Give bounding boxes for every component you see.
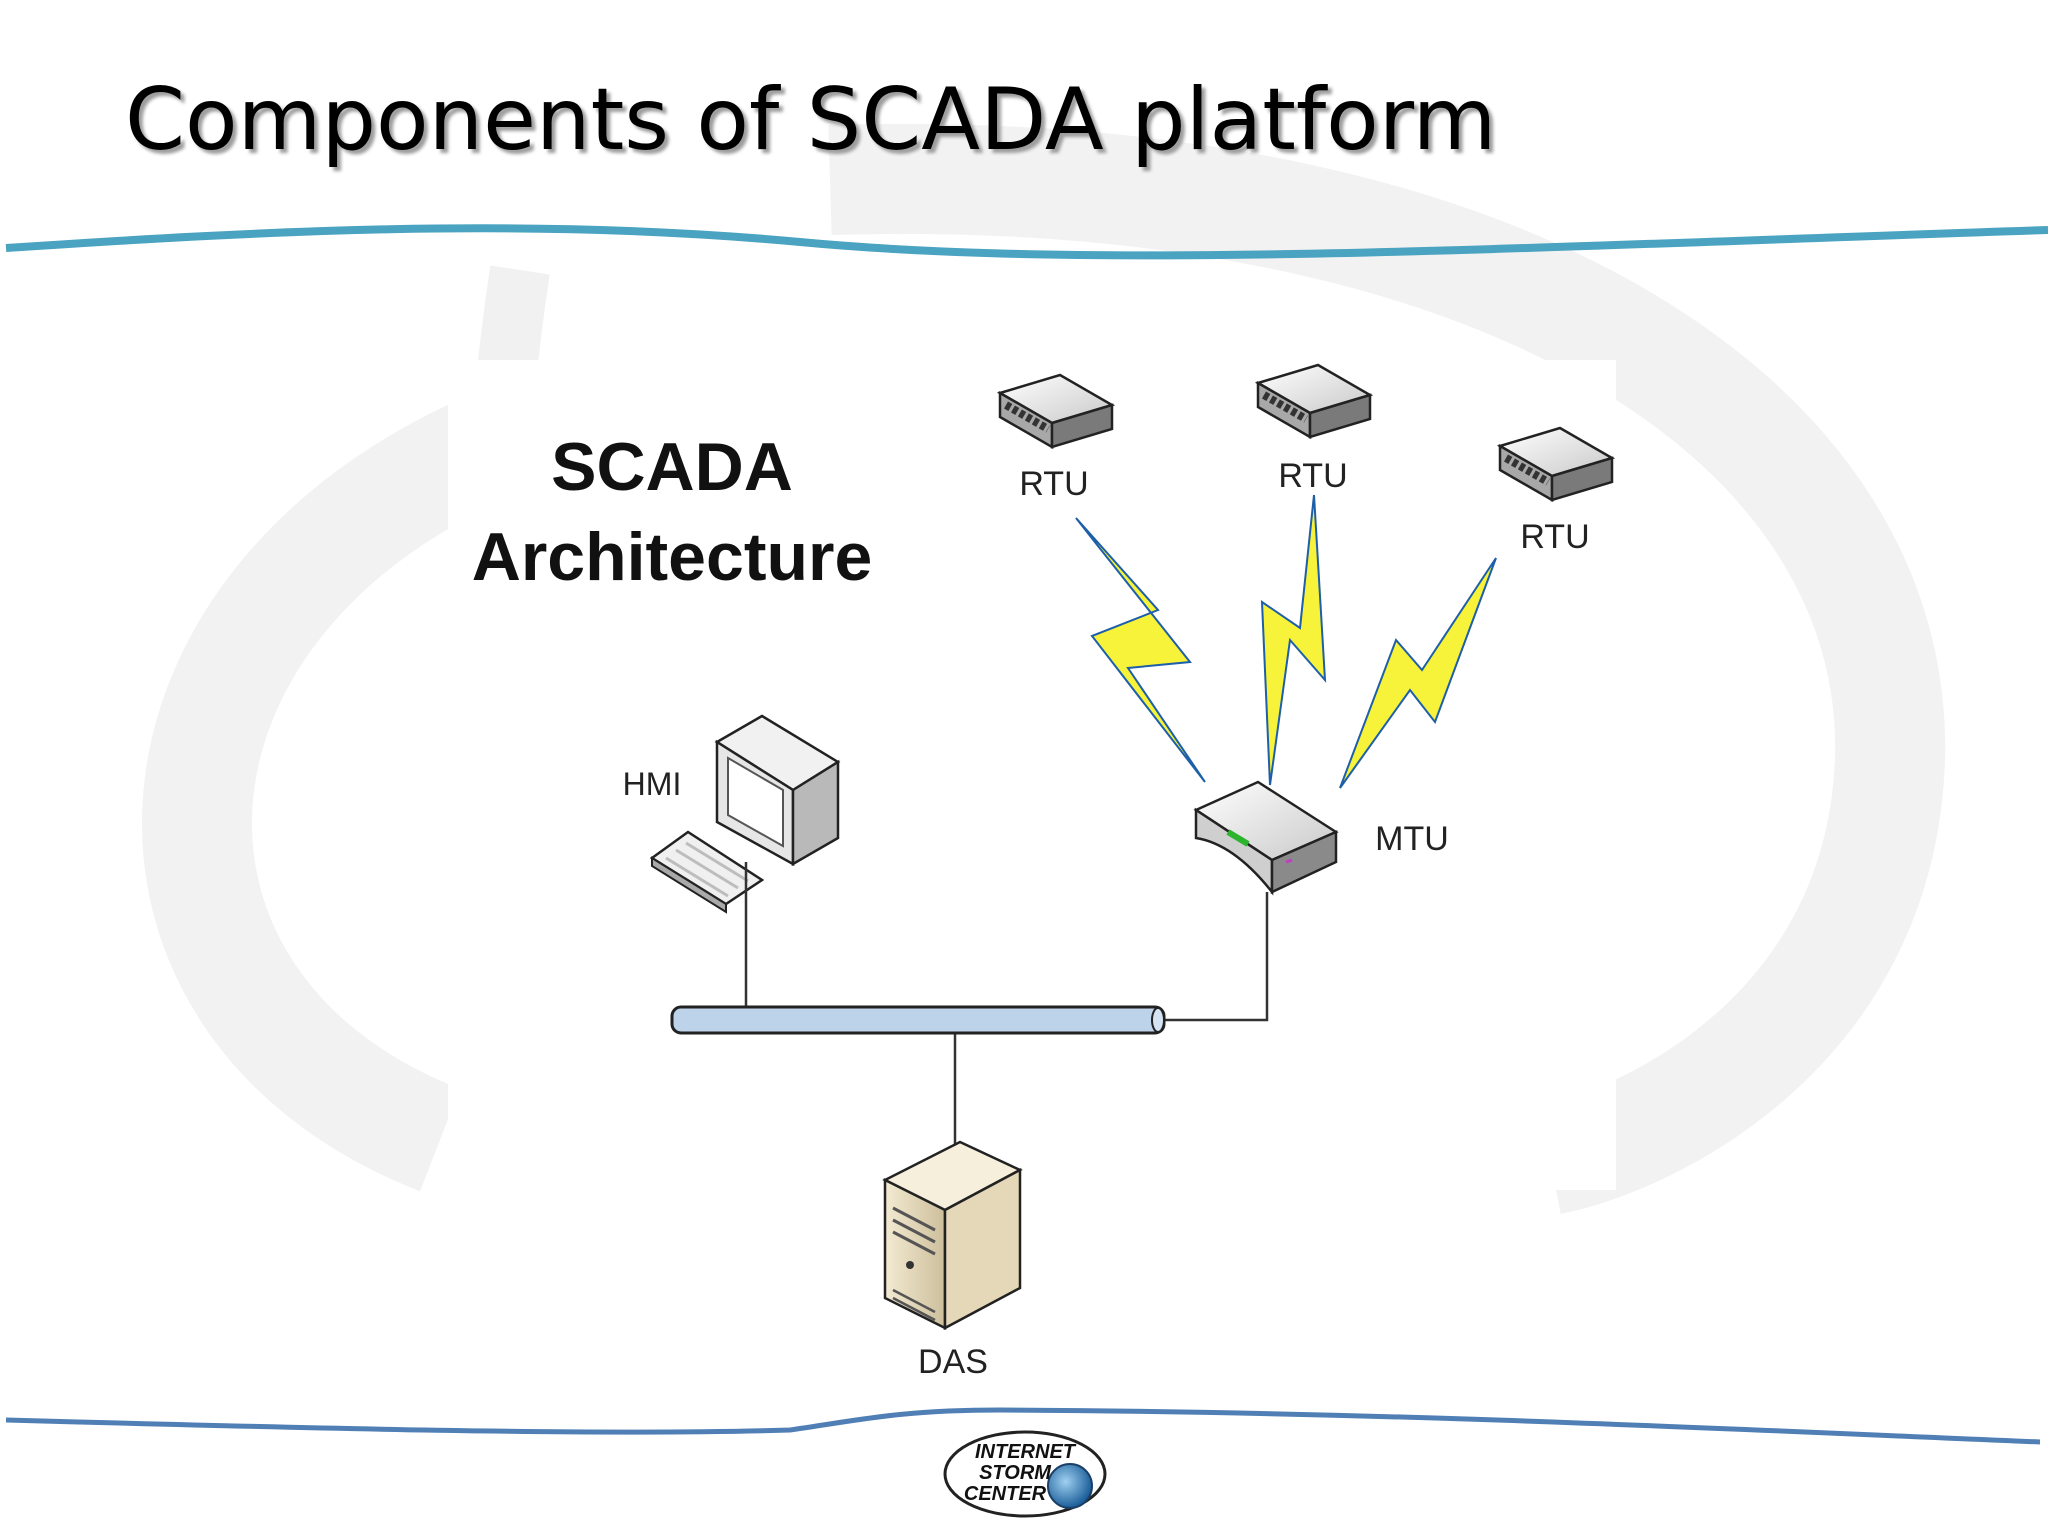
rtu-label: RTU (1520, 518, 1589, 556)
hmi-workstation-icon (649, 714, 841, 914)
diagram-panel (448, 360, 1616, 1190)
mtu-label: MTU (1375, 820, 1449, 858)
top-rule (5, 224, 2048, 260)
rtu-label: RTU (1019, 465, 1088, 503)
rtu-device (1254, 363, 1374, 440)
diagram-heading: SCADA (551, 429, 793, 505)
mtu-connection-line (1162, 892, 1269, 1022)
das-server-icon (882, 1140, 1023, 1331)
logo-text-line2: STORM (979, 1462, 1052, 1484)
rtu-label: RTU (1278, 457, 1347, 495)
rtu-device (996, 373, 1116, 450)
logo-text-line3: CENTER (964, 1483, 1047, 1505)
mtu-device (1193, 780, 1339, 896)
bottom-rule (5, 1407, 2041, 1445)
network-bus (670, 1005, 1166, 1035)
das-label: DAS (918, 1343, 988, 1381)
rtu-device (1496, 426, 1616, 503)
storm-center-logo: INTERNET STORM CENTER (943, 1430, 1107, 1518)
wireless-link-icon (1339, 557, 1497, 789)
diagram-heading-line2: Architecture (472, 519, 873, 595)
hmi-label: HMI (623, 766, 682, 802)
logo-text-line1: INTERNET (975, 1441, 1077, 1463)
wireless-link-icon (1075, 517, 1206, 783)
slide-title: Components of SCADA platform (125, 70, 1497, 170)
wireless-link-icon (1260, 494, 1327, 786)
